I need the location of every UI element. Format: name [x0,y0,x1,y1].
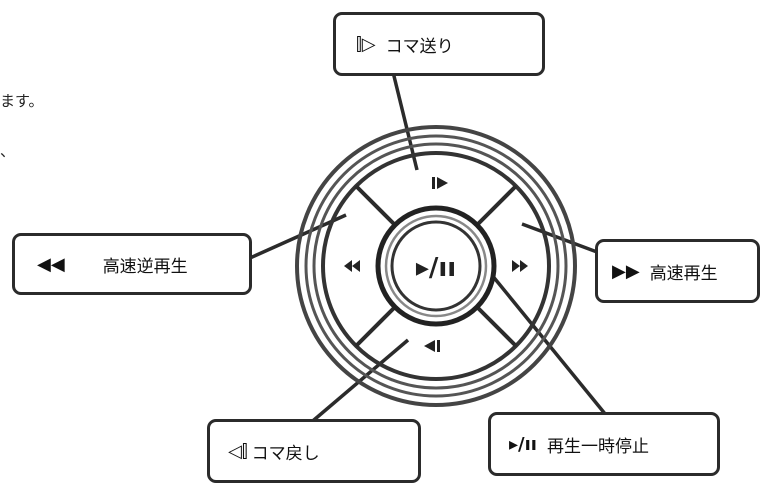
frame-back-label: コマ戻し [251,443,320,464]
connector-play-pause [476,256,608,417]
callout-frame-back: ◁⫿ コマ戻し [207,419,421,483]
play-pause-icon: ▸/ıı [509,433,537,455]
connector-fast-forward [521,222,598,254]
center-play-pause-button: ▸/ıı [375,205,497,327]
fast-forward-icon: ▶▶ [612,260,640,282]
text-fragment-top: ます。 [0,92,44,110]
fast-reverse-label: 高速逆再生 [102,256,188,277]
play-pause-label: 再生一時停止 [546,436,649,457]
text-fragment-mid: 、 [0,142,16,160]
frame-advance-icon: ⫿▷ [356,33,376,55]
pad-direction-glyphs [344,177,528,352]
callout-frame-advance: ⫿▷ コマ送り [333,12,545,76]
frame-advance-label: コマ送り [385,36,454,57]
callout-fast-forward: ▶▶ 高速再生 [595,239,760,303]
callout-play-pause: ▸/ıı 再生一時停止 [488,412,720,476]
pad-fast-reverse-icon [344,260,360,272]
pad-dividers [354,184,518,348]
pad-frame-back-icon [424,340,440,352]
frame-back-icon: ◁⫿ [228,440,248,462]
center-play-pause-glyph: ▸/ıı [416,253,456,283]
pad-frame-advance-icon [432,177,448,189]
pad-rings [295,125,577,407]
fast-forward-label: 高速再生 [649,263,718,284]
fast-reverse-icon: ◀◀ [37,253,65,275]
pad-fast-forward-icon [512,260,528,272]
callout-fast-reverse: ◀◀ 高速逆再生 [12,233,252,295]
